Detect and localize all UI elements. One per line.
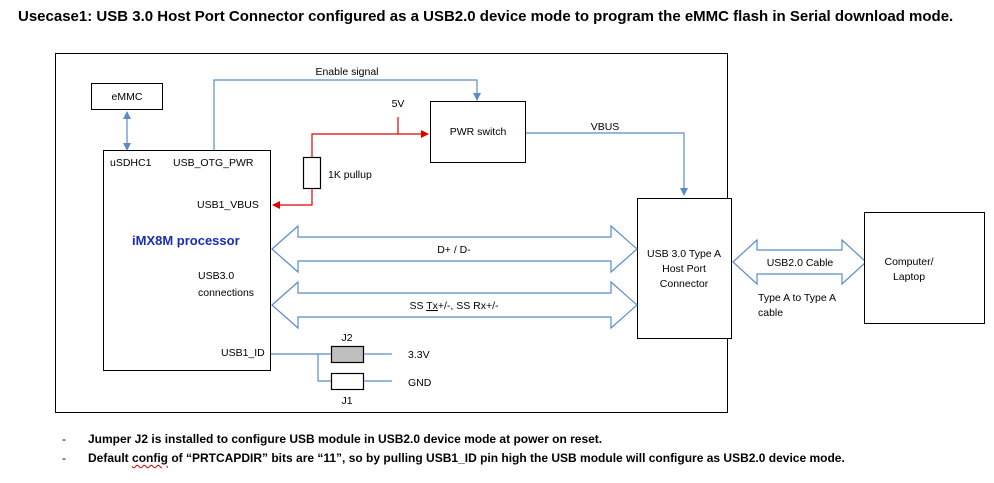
cable-type-line1: Type A to Type A: [758, 292, 836, 304]
computer-label-line2: Laptop: [893, 271, 925, 283]
pullup-resistor: [302, 156, 322, 190]
vbus-label: VBUS: [591, 121, 620, 133]
note-text-2-prefix: Default: [88, 451, 133, 465]
jumper-j1: [330, 372, 365, 391]
bullet-dash: -: [62, 432, 66, 446]
3v3-label: 3.3V: [408, 349, 430, 361]
usb30-label-line1: USB3.0: [198, 270, 234, 282]
j2-label: J2: [341, 332, 352, 344]
vbus-line: [526, 132, 688, 196]
processor-block: [103, 150, 271, 371]
connector-label-line2: Host Port: [662, 263, 706, 275]
dplus-dminus-label: D+ / D-: [437, 244, 471, 256]
emmc-block: [91, 83, 163, 110]
enable-signal-label: Enable signal: [315, 66, 378, 78]
5v-label: 5V: [392, 98, 405, 110]
dplus-dminus-bus-arrow: [271, 224, 638, 274]
notes-list: - Jumper J2 is installed to configure US…: [62, 430, 845, 468]
connector-label-line1: USB 3.0 Type A: [647, 248, 721, 260]
connector-label-line3: Connector: [660, 278, 709, 290]
note-text-1: Jumper J2 is installed to configure USB …: [88, 432, 603, 446]
pwr-switch-block: [430, 101, 526, 163]
usb-connector-block: [637, 198, 732, 339]
pullup-label: 1K pullup: [328, 169, 372, 181]
ss-bus-arrow: [271, 280, 638, 330]
note-text-2-suffix: of “PRTCAPDIR” bits are “11”, so by pull…: [168, 451, 845, 465]
pullup-supply-line: [311, 133, 398, 157]
j1-label: J1: [341, 395, 352, 407]
5v-supply-line: [397, 117, 429, 138]
ss-bus-label: SS Tx+/-, SS Rx+/-: [409, 300, 499, 312]
bullet-dash: -: [62, 451, 66, 465]
diagram-title: Usecase1: USB 3.0 Host Port Connector co…: [18, 8, 954, 25]
pullup-to-vbus-line: [272, 189, 313, 209]
usb2-cable-label: USB2.0 Cable: [767, 257, 834, 269]
cable-type-line2: cable: [758, 307, 783, 319]
gnd-label: GND: [408, 377, 432, 389]
enable-signal-line: [213, 79, 481, 150]
usb30-label-line2: connections: [198, 287, 254, 299]
computer-block: [864, 212, 985, 324]
processor-name: iMX8M processor: [132, 233, 240, 248]
j1-branch-wire: [317, 354, 331, 382]
usb-otg-pwr-label: USB_OTG_PWR: [173, 157, 254, 169]
note-item: - Jumper J2 is installed to configure US…: [62, 430, 845, 449]
jumper-j2: [330, 345, 365, 364]
usdhc1-label: uSDHC1: [110, 157, 152, 169]
computer-label-line1: Computer/: [884, 256, 933, 268]
emmc-label: eMMC: [112, 91, 143, 103]
usb1-id-label: USB1_ID: [221, 347, 265, 359]
usb1-vbus-label: USB1_VBUS: [197, 199, 259, 211]
note-text-2-config: config: [132, 451, 169, 465]
pwr-switch-label: PWR switch: [450, 126, 507, 138]
note-item: - Default config of “PRTCAPDIR” bits are…: [62, 449, 845, 468]
